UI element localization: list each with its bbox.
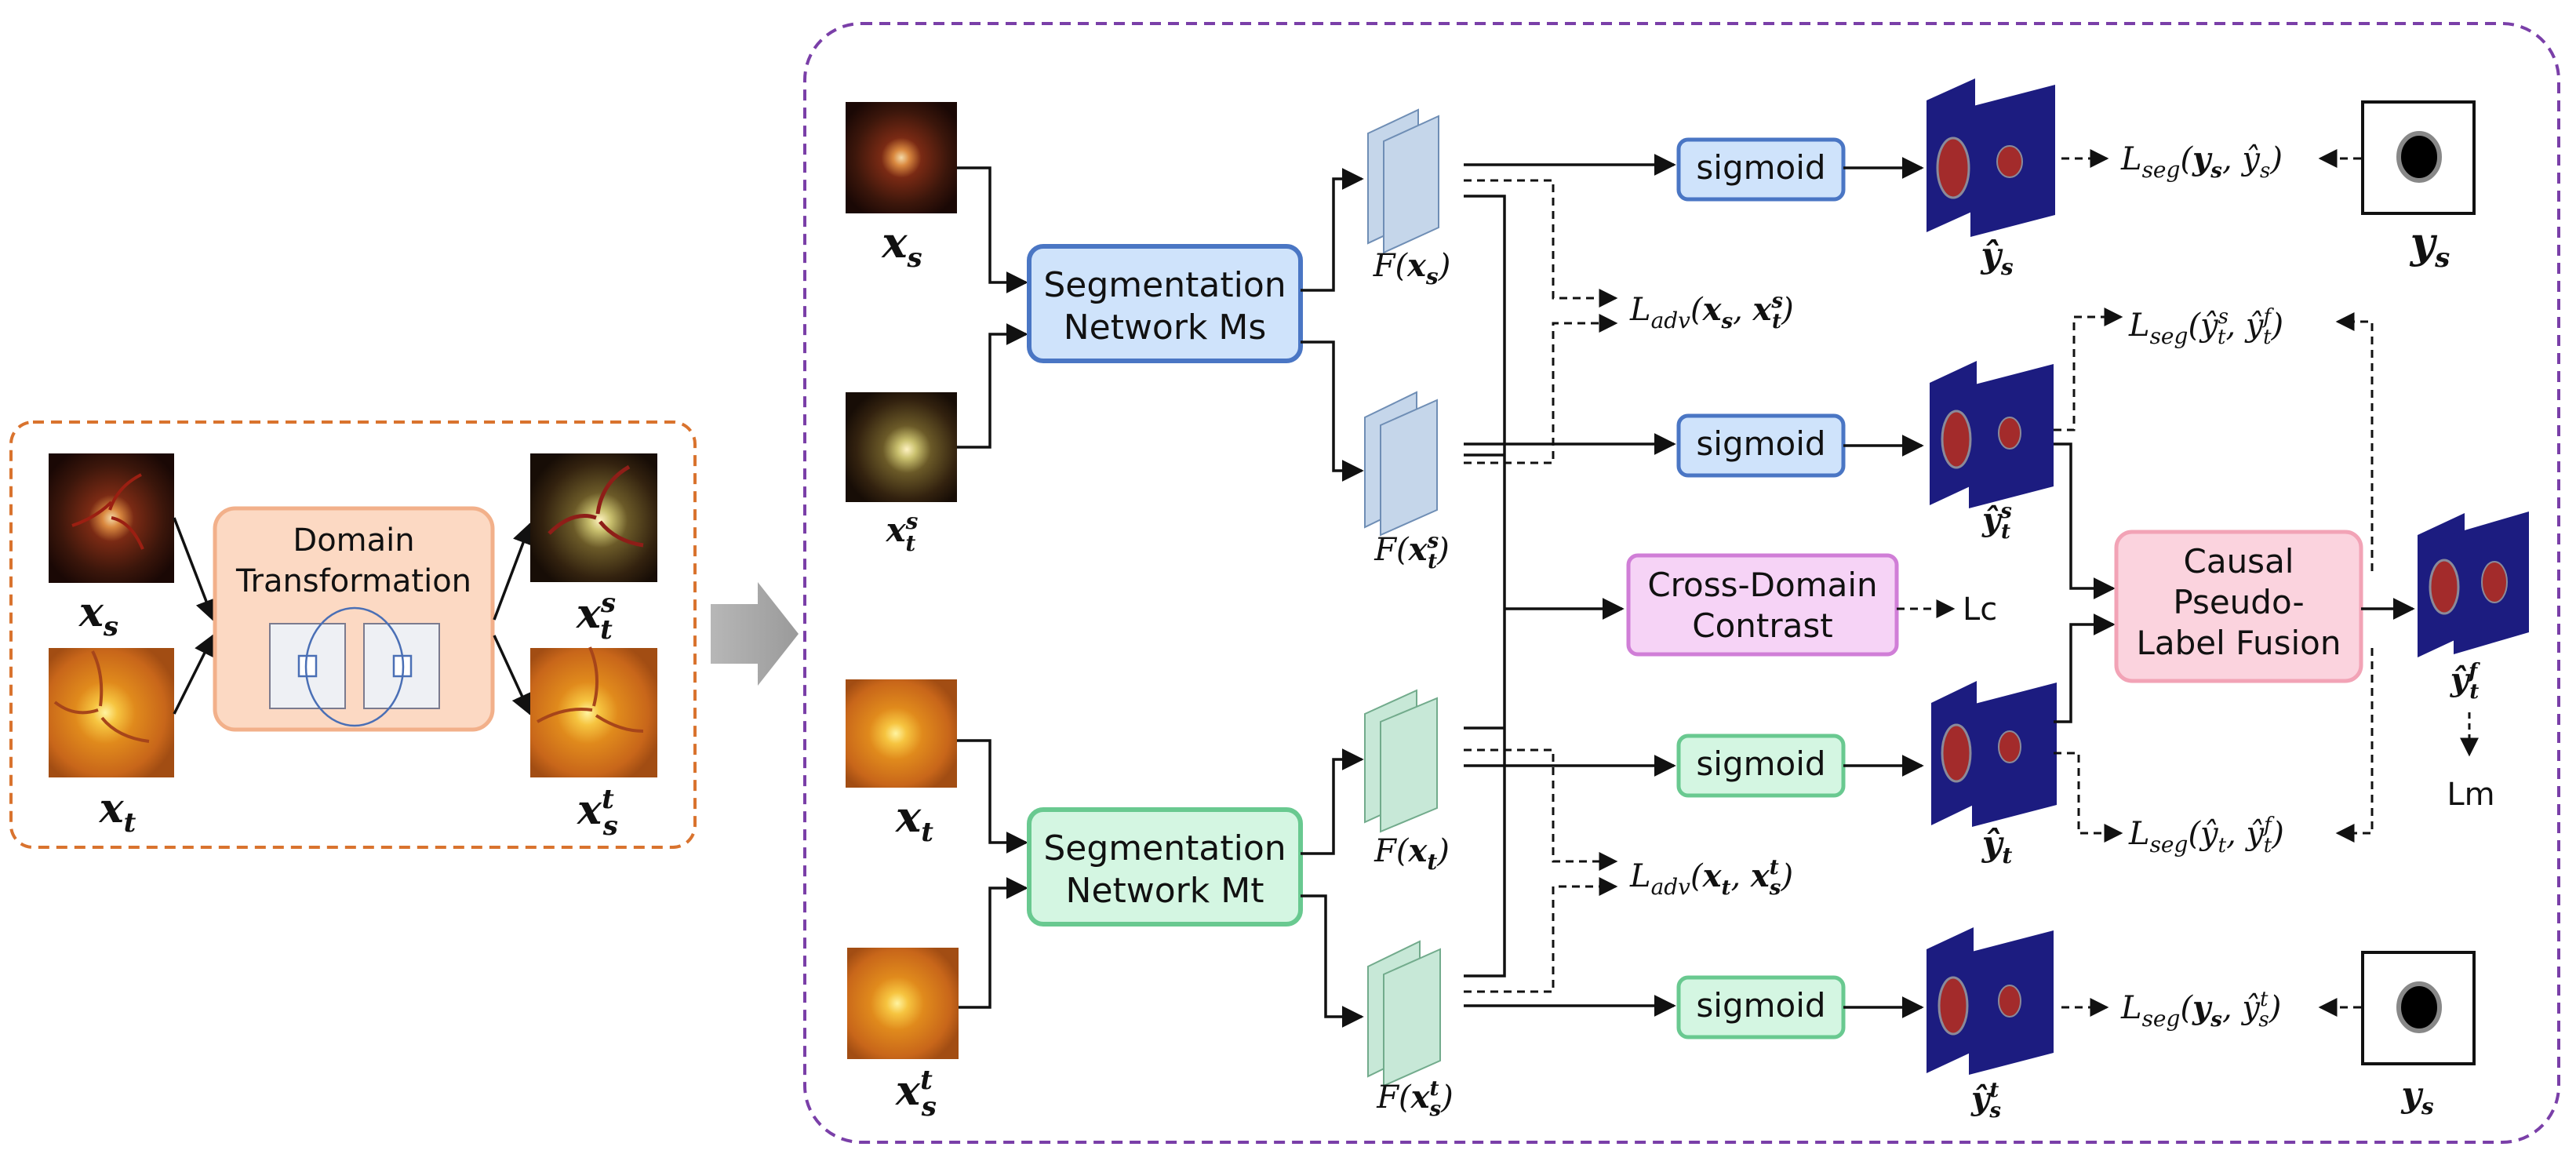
fundus-dark-image — [846, 102, 957, 213]
sigmoid-box-1: sigmoid — [1676, 137, 1846, 202]
seg-mt-line1: Segmentation — [1043, 828, 1286, 868]
contrast-loss-label: Lc — [1963, 592, 1997, 628]
segmentation-mask-icon — [1927, 78, 2055, 237]
seg-ms-line1: Segmentation — [1043, 265, 1286, 305]
contrast-line2: Contrast — [1692, 606, 1832, 645]
fundus-orange-image — [847, 948, 959, 1059]
fundus-orange-image — [49, 648, 174, 777]
fundus-dark-image — [49, 453, 174, 583]
ground-truth-mask-icon — [2361, 100, 2476, 215]
mask-label-ys: ŷs — [1980, 235, 2014, 280]
stacked-feature-map-icon — [1364, 391, 1438, 537]
sigmoid-label: sigmoid — [1696, 148, 1825, 187]
segmentation-network-mt — [1027, 807, 1303, 927]
cycle-transform-icon — [269, 606, 440, 727]
input-label-xs: xs — [881, 217, 922, 274]
seg-ms-line2: Network Ms — [1064, 308, 1267, 348]
mask-label-yt: ŷt — [1981, 824, 2013, 868]
segmentation-mask-icon — [1931, 681, 2057, 827]
sigmoid-label: sigmoid — [1696, 745, 1825, 783]
label-xs-left: xs — [78, 588, 118, 643]
input-label-xt: xt — [895, 792, 933, 848]
fundus-green-image — [530, 453, 657, 582]
stacked-feature-map-icon — [1367, 940, 1441, 1087]
contrast-line1: Cross-Domain — [1647, 566, 1877, 604]
stacked-feature-map-icon — [1367, 108, 1439, 254]
sigmoid-label: sigmoid — [1696, 986, 1825, 1025]
sigmoid-label: sigmoid — [1696, 424, 1825, 463]
segmentation-mask-icon — [1927, 927, 2054, 1075]
fusion-line2: Pseudo- — [2173, 583, 2304, 621]
training-framework-panel — [803, 22, 2560, 1144]
causal-pseudo-label-fusion-box — [2114, 530, 2363, 683]
fundus-orange-image — [530, 646, 657, 777]
feature-label-xt: F(xt) — [1374, 832, 1450, 875]
segmentation-mask-icon — [1930, 361, 2054, 508]
cross-domain-contrast-box — [1626, 553, 1899, 657]
gt-label-2: ys — [2400, 1075, 2434, 1119]
fusion-line3: Label Fusion — [2136, 624, 2341, 662]
big-transition-arrow — [711, 582, 799, 686]
segmentation-network-ms — [1027, 244, 1303, 363]
sigmoid-box-4: sigmoid — [1676, 975, 1846, 1039]
fused-loss-label: Lm — [2447, 777, 2494, 813]
seg-loss-source: Lseg(ys, ŷs) — [2120, 140, 2283, 183]
ground-truth-mask-icon — [2361, 951, 2476, 1065]
fundus-green-image — [846, 392, 957, 502]
domain-box-line2: Transformation — [235, 563, 471, 599]
stacked-feature-map-icon — [1364, 689, 1438, 833]
gt-label-1: ys — [2410, 217, 2450, 274]
feature-label-xs: F(xs) — [1373, 247, 1451, 289]
domain-transform-panel — [9, 420, 697, 849]
domain-box-line1: Domain — [293, 522, 414, 559]
seg-mt-line2: Network Mt — [1066, 871, 1264, 911]
sigmoid-box-3: sigmoid — [1676, 734, 1846, 798]
fusion-line1: Causal — [2184, 542, 2294, 581]
label-xt-left: xt — [99, 785, 136, 839]
segmentation-mask-icon — [2418, 512, 2529, 657]
sigmoid-box-2: sigmoid — [1676, 413, 1846, 478]
fundus-orange-image — [846, 679, 957, 788]
